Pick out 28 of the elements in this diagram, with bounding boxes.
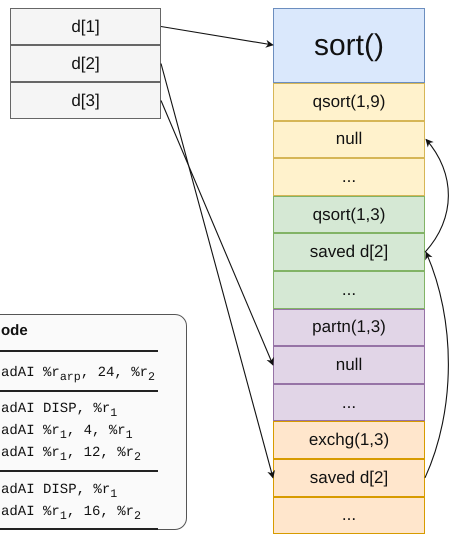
stack-cell: null — [273, 120, 425, 158]
array-cell: d[1] — [10, 8, 161, 45]
stack-cell: ... — [273, 158, 425, 196]
array-cell: d[2] — [10, 45, 161, 82]
stack-cell: saved d[2] — [273, 233, 425, 271]
code-line: adAI DISP, %r$_{1}$ — [1, 401, 118, 420]
stack-cell: ... — [273, 384, 425, 422]
arrow — [424, 251, 449, 478]
array-cell: d[3] — [10, 82, 161, 119]
arrow — [160, 63, 275, 479]
stack-cell: exchg(1,3) — [273, 421, 425, 459]
stack-cell: qsort(1,3) — [273, 196, 425, 234]
code-line: adAI %r$_{arp}$, 24, %r$_{2}$ — [1, 365, 156, 384]
stack-cell: null — [273, 346, 425, 384]
stack-cell: partn(1,3) — [273, 308, 425, 346]
stack-cell: qsort(1,9) — [273, 83, 425, 121]
code-line: adAI %r$_{1}$, 4, %r$_{1}$ — [1, 423, 133, 442]
arrow — [160, 26, 274, 48]
table-header: ode — [1, 322, 28, 339]
code-line: adAI %r$_{1}$, 12, %r$_{2}$ — [1, 445, 142, 464]
arrow — [424, 138, 449, 253]
frame-header-cell: sort() — [273, 8, 425, 83]
code-line: adAI %r$_{1}$, 16, %r$_{2}$ — [1, 504, 142, 523]
code-line: adAI DISP, %r$_{1}$ — [1, 482, 118, 501]
stack-cell: saved d[2] — [273, 459, 425, 497]
stack-cell: ... — [273, 271, 425, 309]
arrow — [160, 100, 274, 366]
stack-cell: ... — [273, 496, 425, 534]
